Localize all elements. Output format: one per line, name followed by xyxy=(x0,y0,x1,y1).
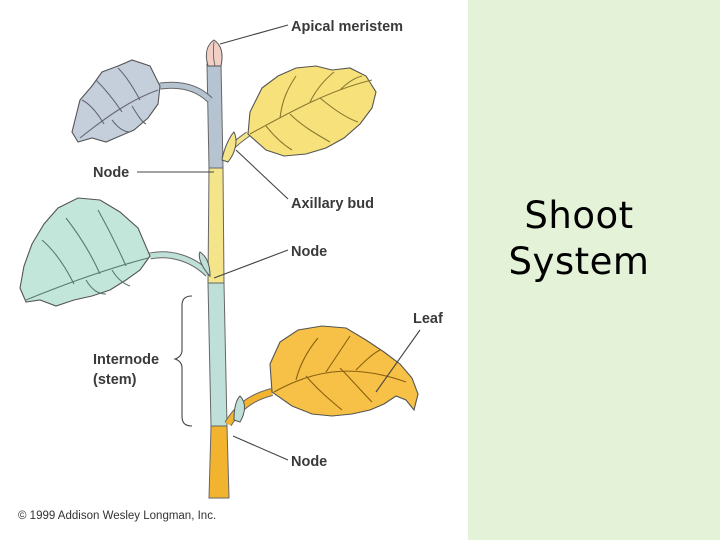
shoot-system-diagram: Apical meristem Node Axillary bud Node L… xyxy=(18,19,443,522)
label-node-top: Node xyxy=(93,165,129,181)
leaf-top-left xyxy=(71,59,213,143)
stem-upper-segment xyxy=(206,63,224,169)
leaf-bottom-right xyxy=(224,325,419,427)
leader-lines xyxy=(137,24,421,461)
label-internode-stem: (stem) xyxy=(93,372,137,388)
label-node-middle: Node xyxy=(291,244,327,260)
stem-base-segment xyxy=(208,425,230,499)
label-node-bottom: Node xyxy=(291,454,327,470)
apical-meristem-bud xyxy=(205,39,223,67)
stem-yellow-segment xyxy=(207,167,225,284)
leaf-top-right xyxy=(221,65,377,160)
copyright-notice: © 1999 Addison Wesley Longman, Inc. xyxy=(18,510,216,522)
side-panel xyxy=(468,0,720,540)
label-leaf: Leaf xyxy=(413,311,443,327)
leaf-middle-left xyxy=(19,197,211,307)
axillary-bud-middle xyxy=(198,251,211,278)
axillary-bud-top xyxy=(221,131,237,163)
diagram-labels: Apical meristem Node Axillary bud Node L… xyxy=(18,19,443,522)
axillary-bud-bottom xyxy=(233,395,245,423)
slide-title-line-2: System xyxy=(508,240,650,283)
label-axillary-bud: Axillary bud xyxy=(291,196,374,212)
label-apical-meristem: Apical meristem xyxy=(291,19,403,35)
label-internode: Internode xyxy=(93,352,159,368)
stem xyxy=(206,63,230,499)
slide-title: Shoot System xyxy=(468,193,690,285)
stem-internode-segment xyxy=(207,282,228,427)
slide-title-line-1: Shoot xyxy=(524,194,634,237)
